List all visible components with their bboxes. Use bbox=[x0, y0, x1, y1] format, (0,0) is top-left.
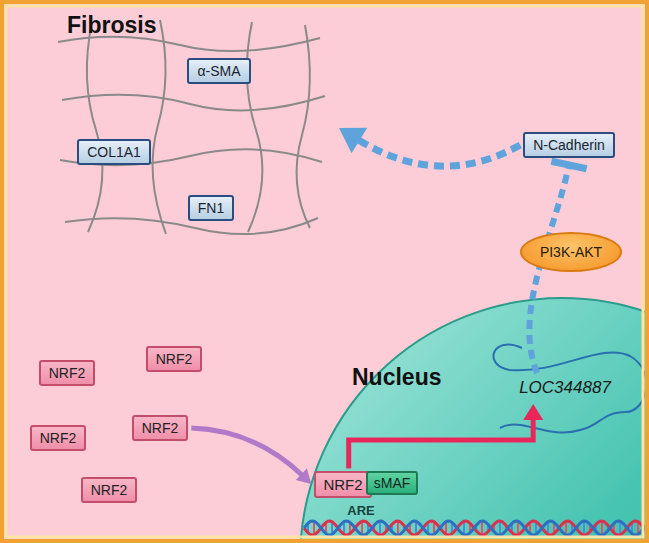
node-text: FN1 bbox=[198, 200, 224, 216]
nrf2-box: NRF2 bbox=[132, 415, 189, 441]
rna-strand bbox=[493, 344, 646, 432]
node-text: α-SMA bbox=[197, 63, 240, 79]
protein-box: FN1 bbox=[188, 195, 234, 221]
region-heading: Nucleus bbox=[352, 364, 441, 391]
node-text: NRF2 bbox=[49, 365, 86, 381]
cell-border-inner bbox=[6, 6, 643, 537]
fibrosis-region: Fibrosis α-SMA COL1A1FN1 bbox=[55, 8, 335, 240]
arrow-head bbox=[339, 128, 367, 154]
node-text: sMAF bbox=[374, 475, 411, 491]
node-text: NRF2 bbox=[91, 482, 128, 498]
protein-box: α-SMA bbox=[187, 58, 250, 84]
region-heading: Fibrosis bbox=[67, 12, 156, 39]
arrow-head bbox=[523, 404, 543, 420]
element-label: ARE bbox=[347, 503, 374, 518]
protein-box: N-Cadherin bbox=[523, 132, 615, 158]
pathway-ellipse: PI3K-AKT bbox=[520, 232, 622, 272]
inhibition-bar bbox=[551, 161, 586, 169]
nrf2-box: NRF2 bbox=[146, 346, 203, 372]
node-text: N-Cadherin bbox=[533, 137, 605, 153]
connector bbox=[529, 165, 569, 373]
node-text: PI3K-AKT bbox=[540, 244, 602, 260]
node-text: LOC344887 bbox=[519, 378, 611, 398]
smaf-box: sMAF bbox=[366, 471, 419, 495]
node-text: NRF2 bbox=[156, 351, 193, 367]
fiber-mesh bbox=[58, 20, 325, 234]
connector bbox=[191, 428, 302, 476]
nrf2-box: NRF2 bbox=[81, 477, 138, 503]
node-text: COL1A1 bbox=[87, 144, 141, 160]
protein-box: COL1A1 bbox=[77, 139, 151, 165]
node-text: NRF2 bbox=[40, 430, 77, 446]
arrow-head bbox=[296, 469, 312, 484]
connector bbox=[349, 418, 533, 469]
nrf2-box: NRF2 bbox=[30, 425, 87, 451]
node-text: NRF2 bbox=[142, 420, 179, 436]
node-text: NRF2 bbox=[323, 476, 362, 493]
nrf2-box: NRF2 bbox=[39, 360, 96, 386]
connector bbox=[358, 140, 520, 167]
dna-helix bbox=[304, 521, 648, 535]
nrf2-box: NRF2 bbox=[314, 471, 371, 498]
lncrna-label-box: LOC344887 bbox=[515, 376, 615, 400]
